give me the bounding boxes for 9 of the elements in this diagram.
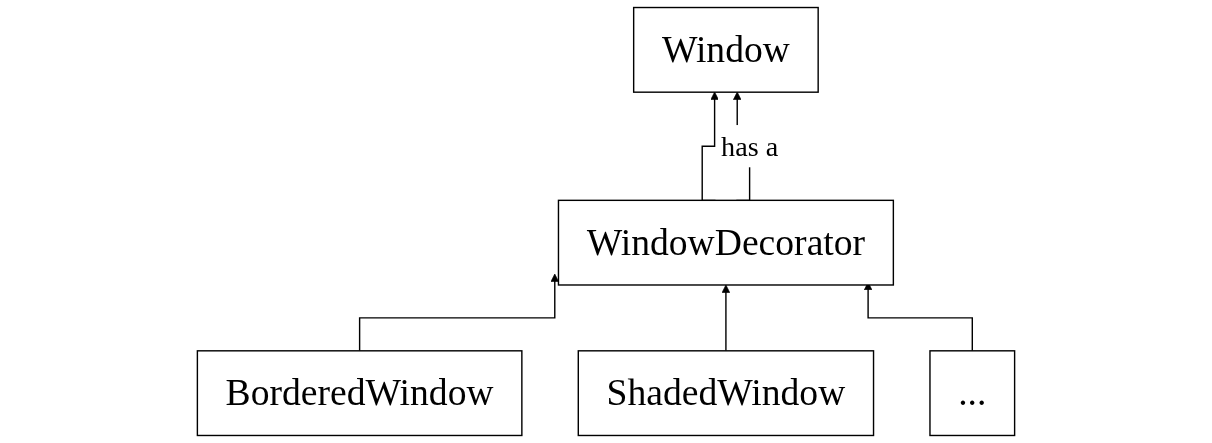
node-box: Window: [632, 6, 819, 93]
node-box: WindowDecorator: [557, 199, 895, 286]
node-box: ...: [929, 350, 1016, 437]
arrow: [358, 273, 559, 352]
arrow: [701, 91, 719, 202]
arrow: [721, 284, 731, 352]
node-box: BorderedWindow: [196, 350, 523, 437]
edge-label: has a: [721, 130, 779, 162]
node-box: ShadedWindow: [577, 350, 875, 437]
